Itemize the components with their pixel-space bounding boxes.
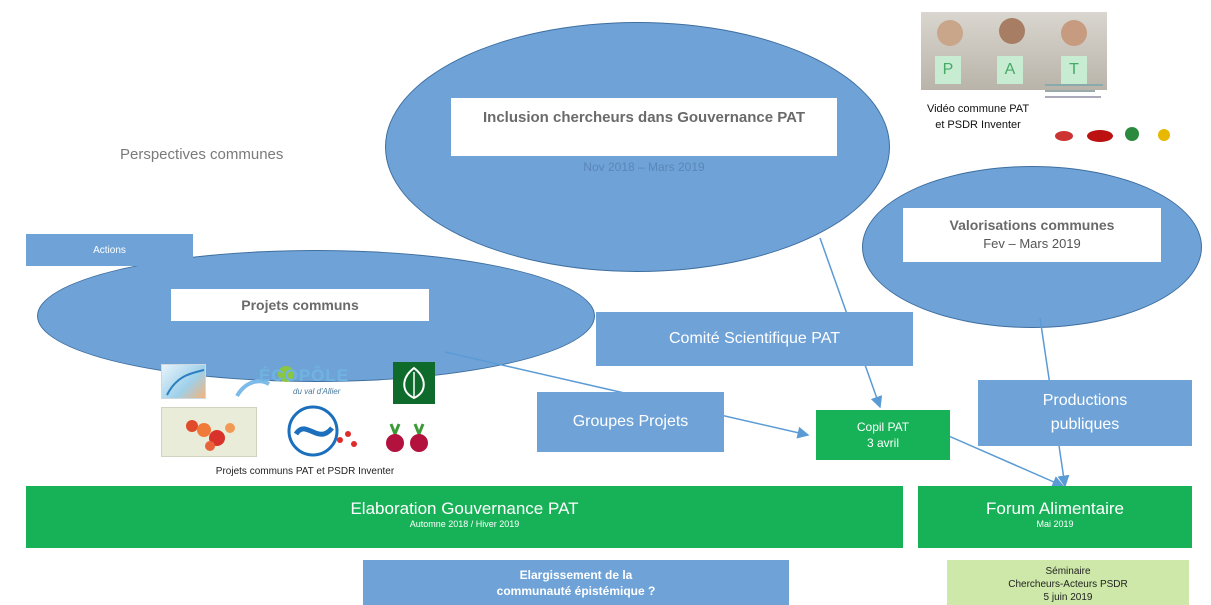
elargissement-box: Elargissement de la communauté épistémiq… bbox=[363, 560, 789, 605]
arrow-copil-to-forum bbox=[934, 429, 1065, 488]
forum-bar: Forum Alimentaire Mai 2019 bbox=[918, 486, 1192, 548]
video-tiny-text bbox=[1045, 80, 1107, 120]
elargissement-line2: communauté épistémique ? bbox=[496, 583, 656, 598]
valorisations-title: Valorisations communes bbox=[949, 217, 1115, 233]
seminaire-box: Séminaire Chercheurs-Acteurs PSDR 5 juin… bbox=[947, 560, 1189, 605]
projets-caption: Projets communs PAT et PSDR Inventer bbox=[215, 466, 395, 477]
copil-line2: 3 avril bbox=[866, 436, 899, 450]
person-2-icon bbox=[999, 18, 1025, 44]
groupes-label: Groupes Projets bbox=[572, 413, 689, 430]
elaboration-bar: Elaboration Gouvernance PAT Automne 2018… bbox=[26, 486, 903, 548]
ecopole-sub: du val d'Allier bbox=[293, 387, 341, 396]
heatmap-logo-icon bbox=[161, 407, 257, 457]
productions-line2: publiques bbox=[1050, 416, 1120, 433]
person-3-icon bbox=[1061, 20, 1087, 46]
video-photo: P A T bbox=[921, 12, 1107, 90]
sign-p: P bbox=[935, 56, 961, 84]
actions-label: Actions bbox=[93, 244, 126, 256]
person-1-icon bbox=[937, 20, 963, 46]
seminaire-line2: Chercheurs-Acteurs PSDR bbox=[1008, 579, 1128, 590]
inclusion-title-box: Inclusion chercheurs dans Gouvernance PA… bbox=[451, 98, 837, 156]
video-partner-logos bbox=[1052, 124, 1182, 146]
copil-box: Copil PAT 3 avril bbox=[816, 410, 950, 460]
groupes-projets-box: Groupes Projets bbox=[537, 392, 724, 452]
projets-title: Projets communs bbox=[241, 297, 359, 313]
inclusion-title: Inclusion chercheurs dans Gouvernance PA… bbox=[482, 109, 806, 126]
inclusion-dates: Nov 2018 – Mars 2019 bbox=[583, 160, 705, 174]
ecopole-word: ÉCOPÔLE bbox=[259, 366, 350, 385]
map-logo-icon bbox=[161, 364, 206, 399]
valorisations-title-box: Valorisations communes Fev – Mars 2019 bbox=[903, 208, 1161, 262]
productions-line1: Productions bbox=[1042, 392, 1128, 409]
actions-tab: Actions bbox=[26, 234, 193, 266]
region-logo-icon bbox=[278, 404, 368, 458]
copil-line1: Copil PAT bbox=[856, 420, 910, 434]
productions-box: Productions publiques bbox=[978, 380, 1192, 446]
green-leaf-logo-icon bbox=[393, 362, 435, 404]
elaboration-dates: Automne 2018 / Hiver 2019 bbox=[409, 519, 520, 529]
sign-t: T bbox=[1061, 56, 1087, 84]
seminaire-line1: Séminaire bbox=[1045, 566, 1091, 577]
forum-title: Forum Alimentaire bbox=[986, 499, 1124, 518]
video-caption-line2: et PSDR Inventer bbox=[935, 119, 1021, 131]
elargissement-line1: Elargissement de la bbox=[519, 567, 633, 582]
projets-title-box: Projets communs bbox=[171, 289, 429, 321]
sign-a: A bbox=[997, 56, 1023, 84]
forum-dates: Mai 2019 bbox=[1036, 519, 1074, 529]
video-caption-line1: Vidéo commune PAT bbox=[926, 103, 1030, 115]
elaboration-title: Elaboration Gouvernance PAT bbox=[350, 499, 579, 518]
ecopole-leaf-icon bbox=[235, 366, 294, 398]
comite-scientifique-box: Comité Scientifique PAT bbox=[596, 312, 913, 366]
video-caption: Vidéo commune PAT et PSDR Inventer bbox=[908, 101, 1048, 133]
ecopole-logo: ÉCOPÔLE du val d'Allier bbox=[231, 360, 361, 402]
comite-label: Comité Scientifique PAT bbox=[668, 330, 841, 347]
beetroot-logo-icon bbox=[381, 420, 433, 456]
valorisations-dates: Fev – Mars 2019 bbox=[983, 236, 1081, 251]
perspectives-label: Perspectives communes bbox=[120, 146, 284, 163]
seminaire-line3: 5 juin 2019 bbox=[1043, 592, 1093, 603]
